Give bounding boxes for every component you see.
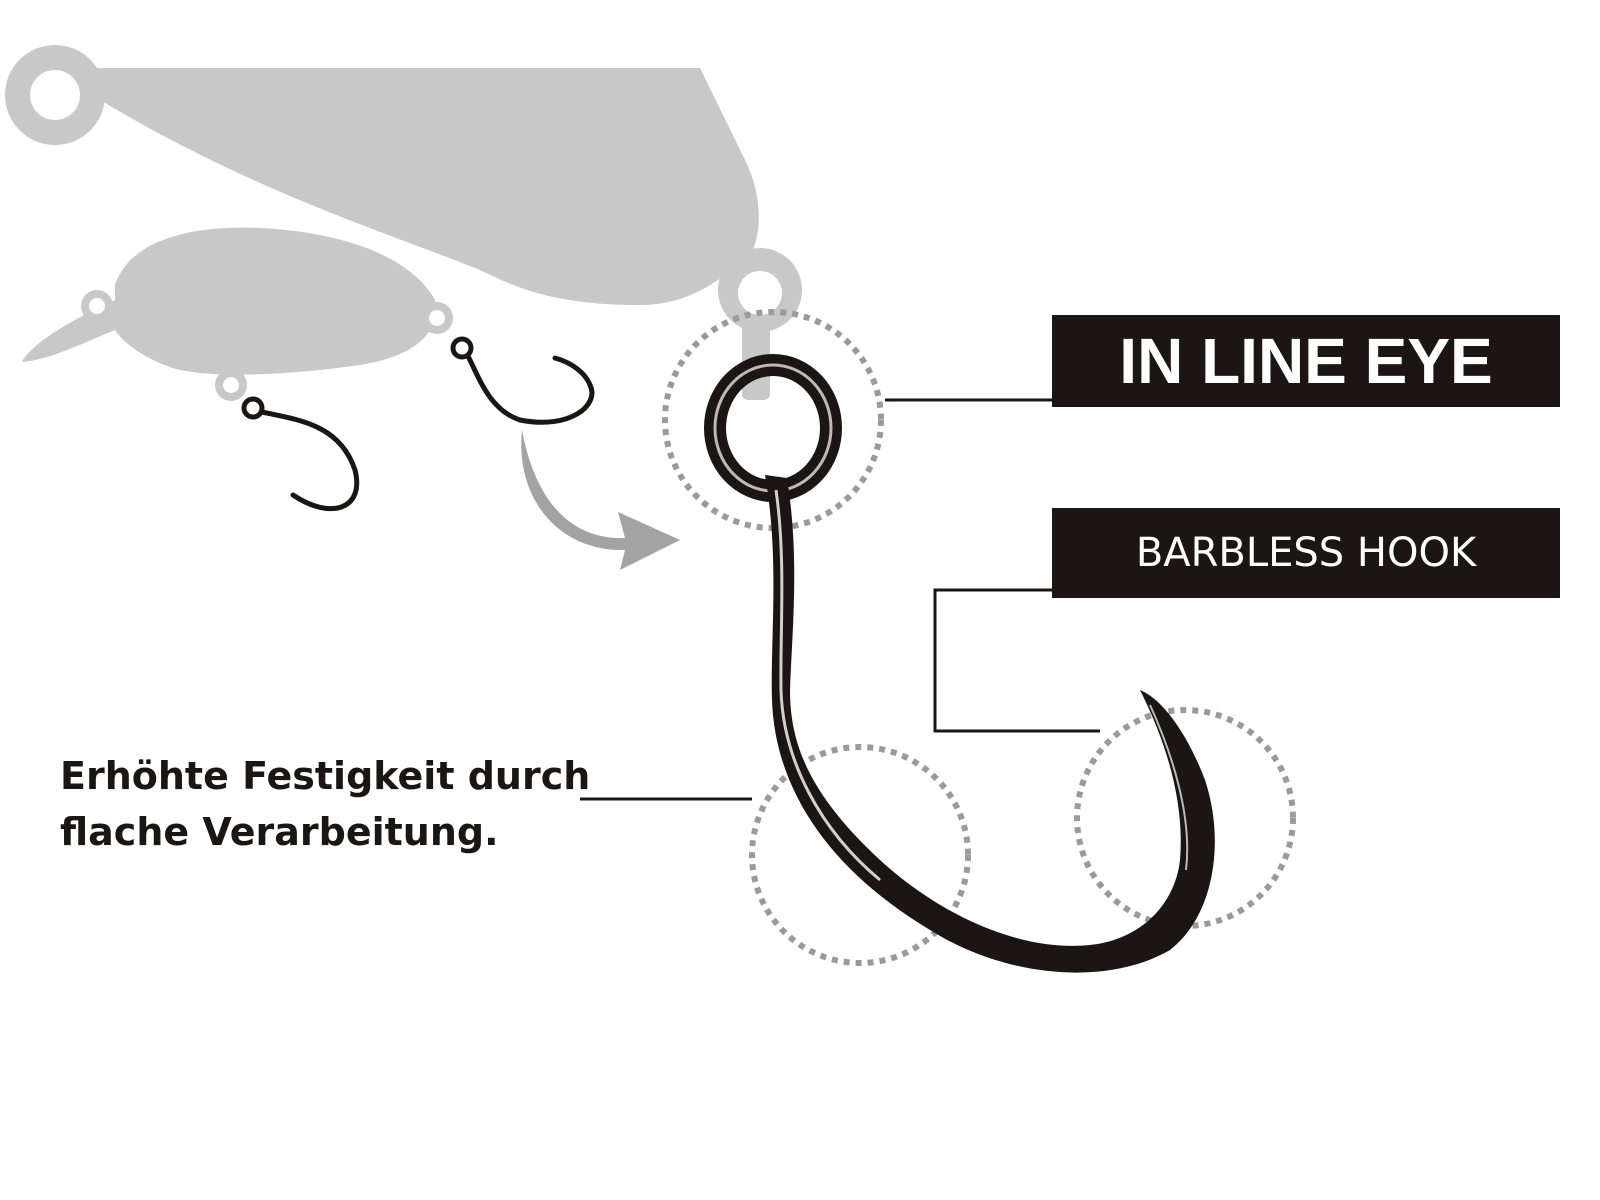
caption-line-2: flache Verarbeitung. bbox=[60, 810, 499, 854]
in-line-eye-label: IN LINE EYE bbox=[1052, 315, 1560, 407]
strength-caption: Erhöhte Festigkeit durch flache Verarbei… bbox=[60, 748, 600, 860]
small-hook-left bbox=[241, 396, 360, 512]
caption-line-1: Erhöhte Festigkeit durch bbox=[60, 754, 591, 798]
small-hook-right bbox=[450, 336, 595, 425]
leader-lines bbox=[580, 398, 1100, 801]
barbless-hook-label: BARBLESS HOOK bbox=[1052, 508, 1560, 598]
large-lure-eye-hole bbox=[30, 70, 782, 315]
transition-arrow bbox=[521, 430, 680, 570]
big-hook bbox=[704, 354, 1215, 973]
small-lure-ring-holes bbox=[89, 298, 445, 393]
barbless-hook-text: BARBLESS HOOK bbox=[1135, 530, 1477, 576]
small-lure-silhouette bbox=[22, 227, 453, 401]
in-line-eye-text: IN LINE EYE bbox=[1119, 325, 1493, 397]
dotted-circle-bend bbox=[749, 744, 971, 966]
